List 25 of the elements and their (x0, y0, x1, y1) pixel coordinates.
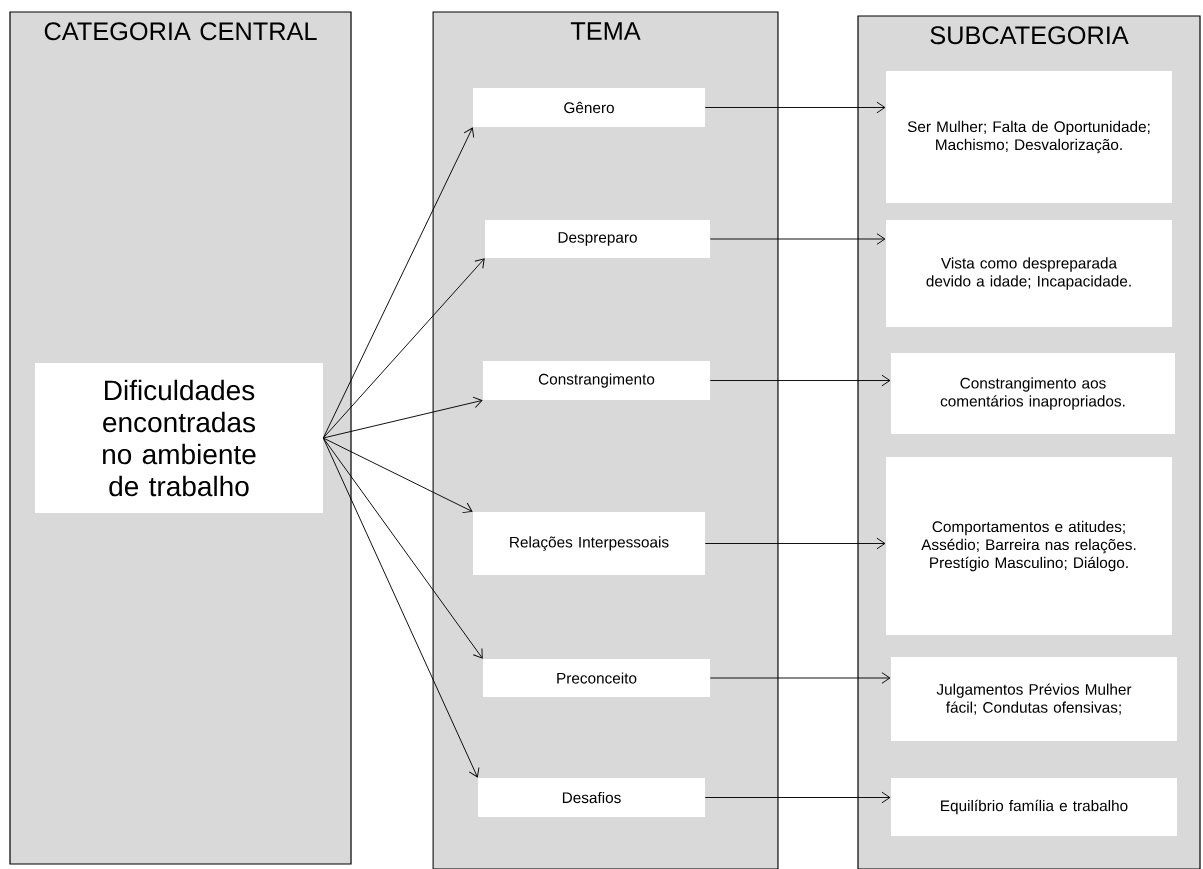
theme-box: Despreparo (485, 220, 710, 258)
subcategory-box: Equilíbrio família e trabalho (891, 778, 1177, 836)
arrow (322, 437, 480, 778)
arrow (709, 672, 891, 684)
theme-box: Gênero (473, 88, 705, 127)
arrow (322, 437, 473, 514)
theme-box: Constrangimento (483, 361, 710, 400)
arrow (322, 258, 485, 439)
arrow (704, 791, 891, 804)
category-box: Dificuldades encontradas no ambiente de trabalho (35, 363, 323, 513)
arrow (709, 374, 891, 387)
subcategory-box: Constrangimento aos comentários inapropriados. (891, 353, 1175, 434)
arrow (322, 437, 483, 659)
arrow (322, 127, 475, 439)
arrow (709, 233, 886, 245)
arrow (704, 101, 886, 114)
arrow (322, 396, 483, 439)
subcategory-box: Julgamentos Prévios Mulher fácil; Condutas ofensivas; (891, 657, 1177, 741)
subcategory-box: Comportamentos e atitudes; Assédio; Barreira nas relações. Prestígio Masculino; Diálogo. (886, 457, 1172, 635)
theme-box: Relações Interpessoais (473, 512, 705, 575)
arrow (704, 537, 886, 550)
theme-box: Preconceito (483, 659, 710, 697)
theme-box: Desafios (478, 778, 705, 817)
subcategory-box: Vista como despreparada devido a idade; Incapacidade. (886, 220, 1172, 327)
subcategory-box: Ser Mulher; Falta de Oportunidade; Machismo; Desvalorização. (886, 71, 1172, 203)
